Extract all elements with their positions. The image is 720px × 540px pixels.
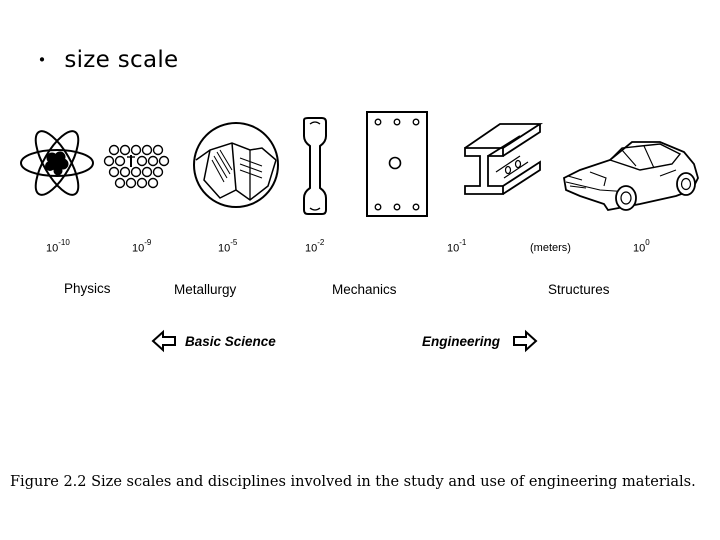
discipline-metallurgy: Metallurgy — [174, 282, 237, 297]
scale-label-1e-9: 10-9 — [132, 238, 152, 255]
slide-title: ・ size scale — [32, 44, 178, 73]
scale-label-1e-1: 10-1 — [447, 238, 467, 255]
scale-label-1e-5: 10-5 — [218, 238, 238, 255]
basic-science-label: Basic Science — [185, 334, 276, 349]
tensile-specimen-icon — [303, 117, 327, 215]
i-beam-icon — [464, 123, 544, 195]
scale-label-1e-2: 10-2 — [305, 238, 325, 255]
scale-unit-label: (meters) — [530, 242, 571, 254]
plate-with-holes-icon — [366, 111, 428, 217]
crystal-lattice-icon — [103, 144, 170, 189]
discipline-mechanics: Mechanics — [332, 282, 397, 297]
scale-label-1e0: 100 — [633, 238, 650, 255]
right-arrow-icon — [513, 329, 538, 353]
scale-label-1e-10: 10-10 — [46, 238, 70, 255]
slide-title-text: size scale — [64, 47, 179, 73]
left-arrow-icon — [151, 329, 176, 353]
atom-icon — [20, 130, 94, 196]
microstructure-icon — [193, 122, 279, 208]
engineering-label: Engineering — [422, 334, 501, 349]
car-icon — [563, 141, 699, 211]
discipline-structures: Structures — [548, 282, 610, 297]
bullet-icon: ・ — [32, 48, 53, 72]
figure-caption: Figure 2.2 Size scales and disciplines i… — [10, 474, 696, 490]
discipline-physics: Physics — [64, 281, 111, 296]
